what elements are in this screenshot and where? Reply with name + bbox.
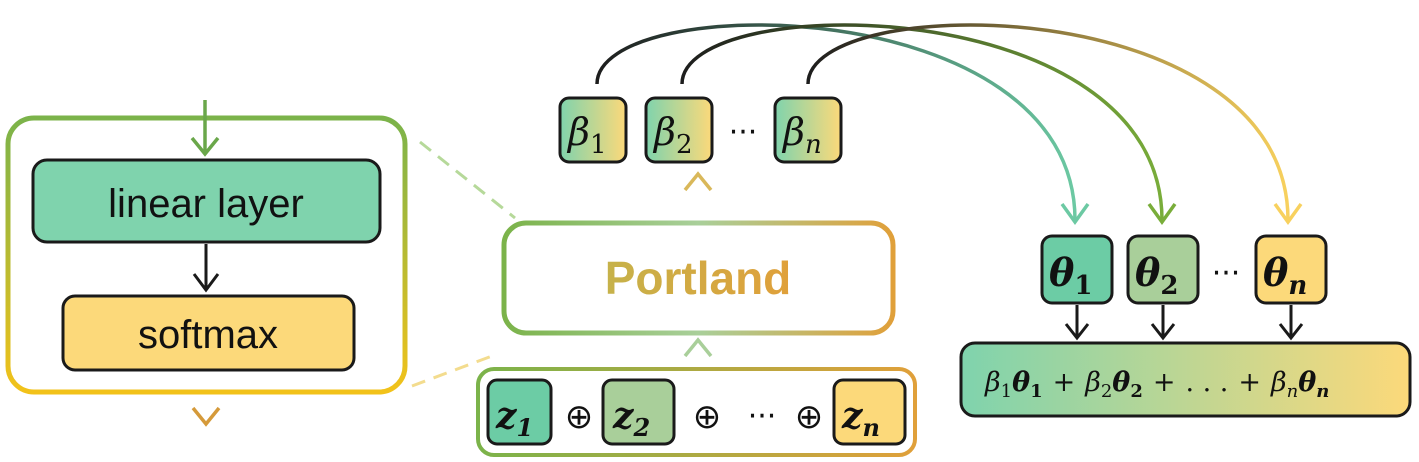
z1-box bbox=[486, 378, 553, 446]
curve-beta1-theta1 bbox=[595, 23, 1077, 221]
theta1-box bbox=[1040, 234, 1114, 305]
softmax-label: softmax bbox=[138, 313, 278, 357]
linear-layer-box bbox=[31, 158, 382, 244]
theta2-box bbox=[1126, 234, 1200, 305]
expanded-module: linear layer softmax bbox=[5, 100, 408, 427]
thetan-down-arrowhead bbox=[1278, 323, 1304, 341]
oplus-1: ⊕ bbox=[565, 397, 594, 437]
zn-box bbox=[832, 378, 907, 446]
beta2-symbol: β2 bbox=[652, 110, 693, 160]
z2-symbol: z2 bbox=[612, 395, 650, 442]
theta1-down-arrowhead bbox=[1064, 323, 1090, 341]
betan-box bbox=[773, 96, 843, 164]
portland-box bbox=[501, 220, 896, 336]
zn-symbol: zn bbox=[841, 395, 880, 442]
inputs-to-portland-arrowhead bbox=[683, 337, 713, 358]
theta-experts: θ1 θ2 ··· θn bbox=[1040, 234, 1328, 305]
oplus-3: ⊕ bbox=[795, 397, 824, 437]
linear-to-softmax-arrowhead bbox=[192, 273, 220, 293]
oplus-2: ⊕ bbox=[693, 397, 722, 437]
softmax-box bbox=[61, 294, 356, 372]
z2-box bbox=[601, 378, 676, 446]
beta-to-theta-arrows bbox=[595, 23, 1303, 225]
theta-to-sum-arrows bbox=[1064, 305, 1304, 341]
weighted-sum-box bbox=[959, 341, 1412, 418]
curve1-arrowhead bbox=[1060, 202, 1090, 225]
input-embeddings: z1 ⊕ z2 ⊕ ··· ⊕ zn bbox=[476, 367, 917, 457]
theta2-down-arrowhead bbox=[1150, 323, 1176, 341]
curve-betan-thetan bbox=[806, 23, 1290, 221]
linear-layer-label: linear layer bbox=[108, 182, 304, 226]
inputs-ellipsis: ··· bbox=[748, 399, 777, 434]
module-output-arrowhead bbox=[191, 406, 221, 427]
beta1-symbol: β1 bbox=[566, 110, 607, 160]
portland-label: Portland bbox=[605, 252, 792, 304]
inputs-frame bbox=[476, 367, 917, 457]
thetan-box bbox=[1254, 234, 1328, 305]
theta-ellipsis: ··· bbox=[1212, 256, 1241, 291]
module-input-arrowhead bbox=[190, 136, 220, 157]
weighted-sum-formula: β1θ1+β2θ2+. . .+βnθn bbox=[984, 367, 1329, 402]
curve-beta2-theta2 bbox=[680, 23, 1164, 221]
beta2-box bbox=[644, 96, 714, 164]
curve3-arrowhead bbox=[1273, 202, 1303, 225]
thetan-symbol: θn bbox=[1263, 250, 1307, 301]
beta1-box bbox=[558, 96, 628, 164]
zoom-line-bottom bbox=[411, 354, 493, 388]
portland-model: Portland bbox=[501, 220, 896, 336]
betan-symbol: βn bbox=[781, 110, 822, 160]
beta-ellipsis: ··· bbox=[729, 115, 758, 150]
zoom-line-top bbox=[419, 140, 516, 220]
z1-symbol: z1 bbox=[495, 395, 533, 442]
weighted-sum: β1θ1+β2θ2+. . .+βnθn bbox=[959, 341, 1412, 418]
curve2-arrowhead bbox=[1147, 202, 1177, 225]
theta1-symbol: θ1 bbox=[1049, 250, 1092, 301]
theta2-symbol: θ2 bbox=[1135, 250, 1178, 301]
beta-weights: β1 β2 ··· βn bbox=[558, 96, 843, 164]
portland-to-betas-arrowhead bbox=[683, 171, 713, 192]
